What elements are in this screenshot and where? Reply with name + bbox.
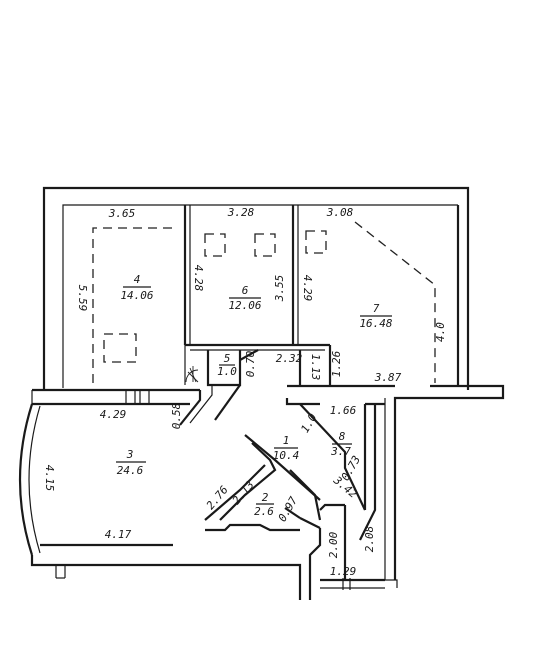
room-1-area: 10.4 xyxy=(273,449,300,462)
dimension-labels: 3.65 3.28 3.08 5.59 4.28 3.55 4.29 4.0 2… xyxy=(43,206,447,578)
room-2-area: 2.6 xyxy=(254,505,274,518)
dim-3-87: 3.87 xyxy=(374,371,402,384)
dim-1-13: 1.13 xyxy=(309,354,322,381)
dim-3-42: 3.42 xyxy=(330,473,360,501)
dim-3-55: 3.55 xyxy=(273,275,286,303)
dim-0-70: 0.70 xyxy=(244,350,257,377)
dim-2-32: 2.32 xyxy=(276,352,303,365)
room-1-number: 1 xyxy=(283,434,290,447)
room-5-area: 1.0 xyxy=(217,365,237,378)
room-7-number: 7 xyxy=(373,302,380,315)
dim-1-26: 1.26 xyxy=(330,350,343,377)
room-5-number: 5 xyxy=(224,352,231,365)
dim-4-0: 4.0 xyxy=(434,322,447,342)
dim-2-76: 2.76 xyxy=(204,483,231,512)
room-2-number: 2 xyxy=(262,491,269,504)
outer-walls xyxy=(18,186,505,600)
dim-4-28: 4.28 xyxy=(192,265,205,292)
dim-4-15: 4.15 xyxy=(43,465,56,492)
room-3-area: 24.6 xyxy=(117,464,144,477)
dim-4-29-horizontal: 4.29 xyxy=(100,408,127,421)
dim-1-0-diagonal: 1.0 xyxy=(298,411,319,435)
room-6-area: 12.06 xyxy=(228,299,261,312)
dim-2-00: 2.00 xyxy=(327,531,340,558)
dim-4-17: 4.17 xyxy=(105,528,132,541)
room-6-number: 6 xyxy=(242,284,249,297)
interior-walls xyxy=(179,205,395,580)
room-4-number: 4 xyxy=(134,273,141,286)
dim-1-66: 1.66 xyxy=(330,404,357,417)
room-labels: 4 14.06 6 12.06 7 16.48 5 1.0 3 24.6 1 1… xyxy=(116,273,393,518)
dim-3-08: 3.08 xyxy=(326,206,354,219)
dashed-outlines xyxy=(92,221,436,383)
room-4-area: 14.06 xyxy=(120,289,153,302)
dim-0-97: 0.97 xyxy=(276,494,301,524)
details xyxy=(185,366,504,398)
dim-3-65: 3.65 xyxy=(108,207,136,220)
room-8-area: 3.7 xyxy=(330,445,351,458)
dim-3-28: 3.28 xyxy=(227,206,255,219)
room-7-area: 16.48 xyxy=(359,317,392,330)
dim-5-59: 5.59 xyxy=(76,285,89,312)
room-8-number: 8 xyxy=(339,430,346,443)
dim-2-08: 2.08 xyxy=(363,525,376,552)
room-3-number: 3 xyxy=(126,448,134,461)
dim-4-29-vertical: 4.29 xyxy=(301,275,314,302)
dim-2-13: 2.13 xyxy=(230,478,257,507)
dim-1-29: 1.29 xyxy=(330,565,357,578)
dim-0-58: 0.58 xyxy=(170,402,183,429)
